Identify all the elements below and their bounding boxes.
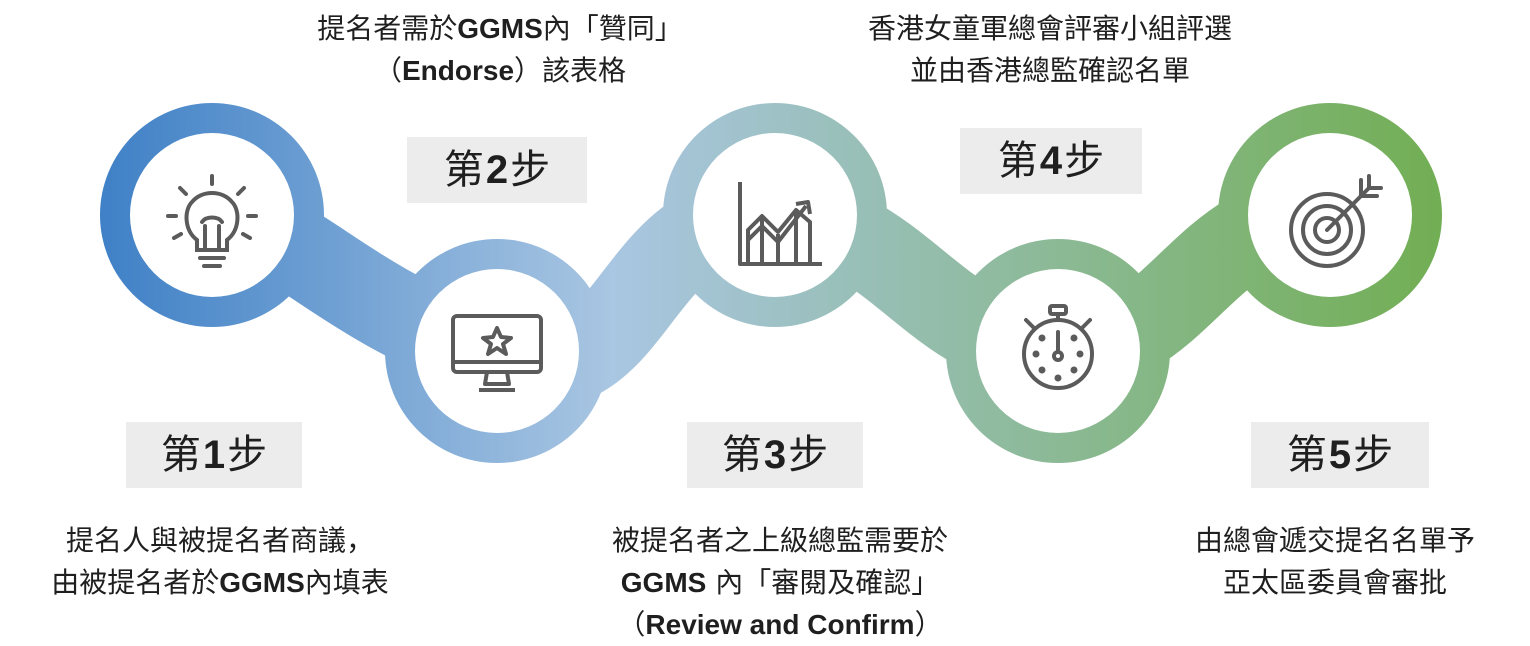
description-text: 內「贊同」 (542, 12, 683, 45)
step-2-description: 提名者需於GGMS內「贊同」（Endorse）該表格 (250, 8, 750, 92)
step-label-prefix: 第 (997, 138, 1038, 184)
monitor-star-icon (451, 314, 543, 392)
description-text: 亞太區委員會審批 (1222, 566, 1447, 599)
growth-chart-icon (738, 182, 822, 266)
description-line: 亞太區委員會審批 (1140, 562, 1530, 604)
step-label-suffix: 步 (1353, 432, 1394, 478)
description-text: （ (373, 54, 402, 87)
stopwatch-icon (1022, 304, 1094, 390)
step-label-prefix: 第 (721, 432, 762, 478)
description-latin-text: GGMS (620, 567, 707, 598)
description-text: 並由香港總監確認名單 (909, 54, 1190, 87)
description-latin-text: GGMS (219, 567, 305, 598)
description-latin-text: Endorse (401, 55, 515, 86)
description-line: 並由香港總監確認名單 (790, 50, 1310, 92)
step-1-description: 提名人與被提名者商議， 由被提名者於GGMS內填表 (0, 520, 440, 604)
description-line: （Review and Confirm） (530, 604, 1030, 646)
description-latin-text: GGMS (457, 13, 543, 44)
description-line: 由被提名者於GGMS內填表 (0, 562, 440, 604)
description-text: 內「審閱及確認」 (706, 566, 940, 599)
description-latin-text: Review and Confirm (645, 609, 915, 640)
step-label-suffix: 步 (1064, 138, 1105, 184)
description-text: 由被提名者於 (51, 566, 220, 599)
step-label-suffix: 步 (788, 432, 829, 478)
step-number: 1 (202, 433, 226, 477)
description-text: 內填表 (304, 566, 389, 599)
description-text: 被提名者之上級總監需要於 (611, 524, 948, 557)
description-text: （ (617, 608, 646, 641)
step-label-prefix: 第 (160, 432, 201, 478)
description-line: 由總會遞交提名名單予 (1140, 520, 1530, 562)
step-3-disc (693, 133, 857, 297)
step-number: 2 (485, 148, 509, 192)
description-line: 被提名者之上級總監需要於 (530, 520, 1030, 562)
description-text: 香港女童軍總會評審小組評選 (867, 12, 1232, 45)
step-4-description: 香港女童軍總會評審小組評選並由香港總監確認名單 (790, 8, 1310, 92)
lightbulb-icon (166, 174, 258, 268)
step-label-suffix: 步 (227, 432, 268, 478)
description-text: 提名人與被提名者商議， (65, 524, 374, 557)
step-number: 4 (1039, 139, 1063, 183)
step-label-prefix: 第 (1286, 432, 1327, 478)
step-label-suffix: 步 (510, 147, 551, 193)
step-number: 3 (763, 433, 787, 477)
target-icon (1289, 174, 1383, 268)
description-text: ）該表格 (514, 54, 627, 87)
step-1-disc (130, 133, 294, 297)
description-line: （Endorse）該表格 (250, 50, 750, 92)
description-text: ） (914, 608, 943, 641)
description-line: 提名人與被提名者商議， (0, 520, 440, 562)
description-line: 提名者需於GGMS內「贊同」 (250, 8, 750, 50)
description-line: GGMS 內「審閱及確認」 (530, 562, 1030, 604)
description-line: 香港女童軍總會評審小組評選 (790, 8, 1310, 50)
step-2-disc (415, 269, 579, 433)
description-text: 由總會遞交提名名單予 (1194, 524, 1475, 557)
step-5-disc (1248, 133, 1412, 297)
step-label-prefix: 第 (443, 147, 484, 193)
description-text: 提名者需於 (317, 12, 458, 45)
step-5-description: 由總會遞交提名名單予亞太區委員會審批 (1140, 520, 1530, 604)
step-number: 5 (1328, 433, 1352, 477)
